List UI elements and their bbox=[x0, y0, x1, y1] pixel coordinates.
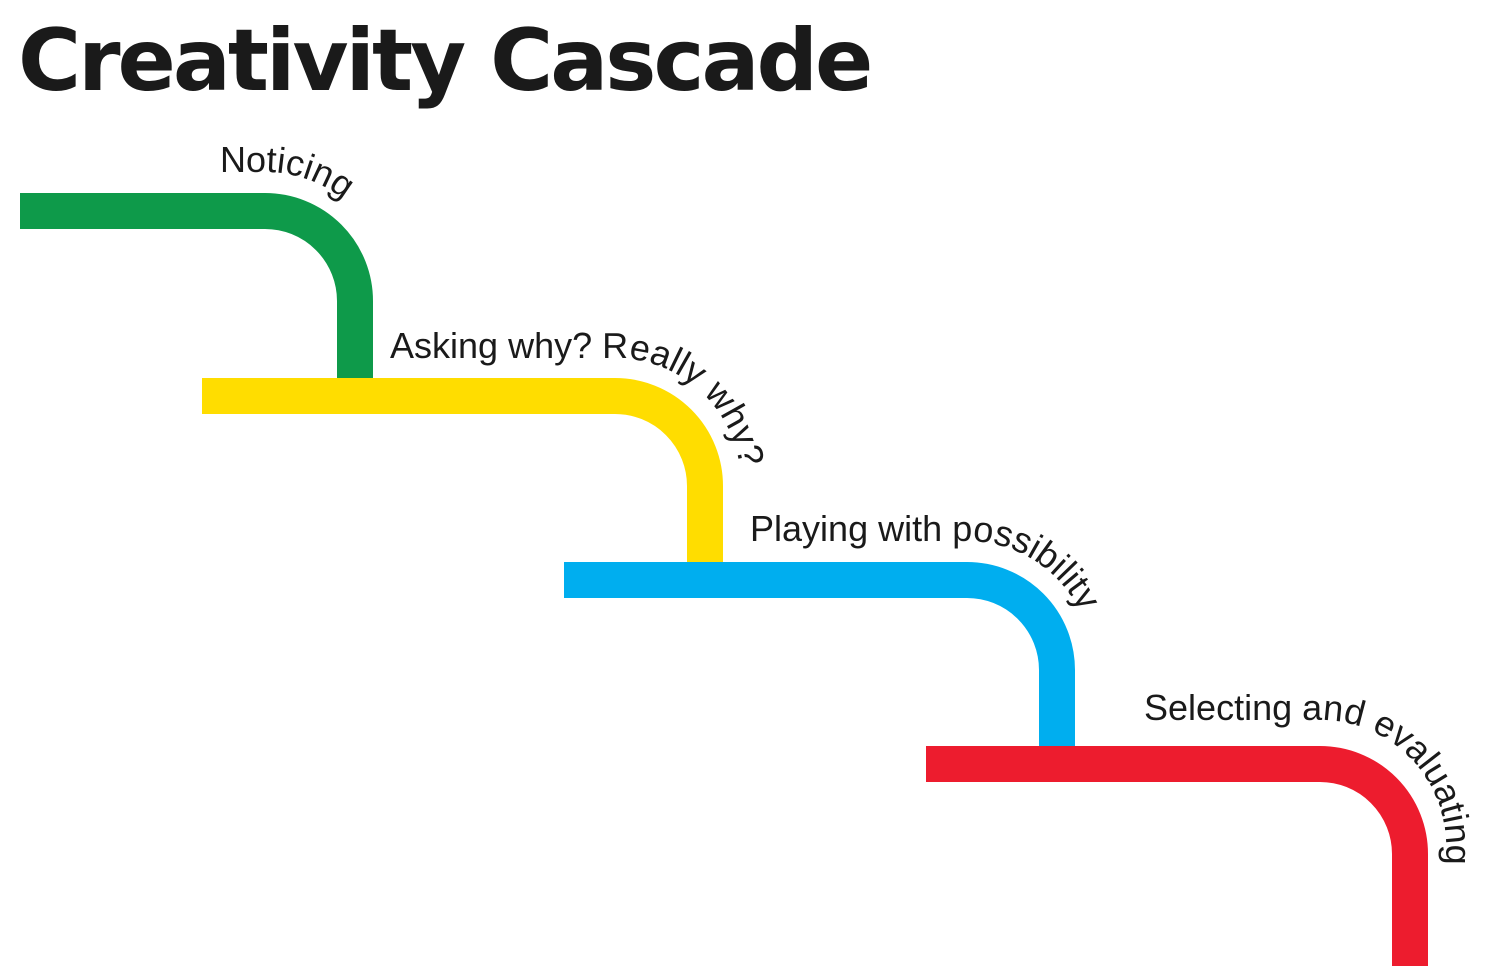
stage-playing-with-possibility: Playing with possibility bbox=[564, 508, 1109, 747]
stage-noticing: Noticing bbox=[20, 139, 373, 378]
stage-bar-selecting-and-evaluating bbox=[926, 746, 1428, 966]
stage-bar-playing-with-possibility bbox=[564, 562, 1075, 747]
stage-bar-noticing bbox=[20, 193, 373, 378]
stage-asking-why: Asking why? Really why? bbox=[202, 325, 773, 563]
page-title: Creativity Cascade bbox=[18, 11, 873, 111]
stage-bar-asking-why bbox=[202, 378, 723, 563]
stage-selecting-and-evaluating: Selecting and evaluating bbox=[926, 687, 1479, 966]
